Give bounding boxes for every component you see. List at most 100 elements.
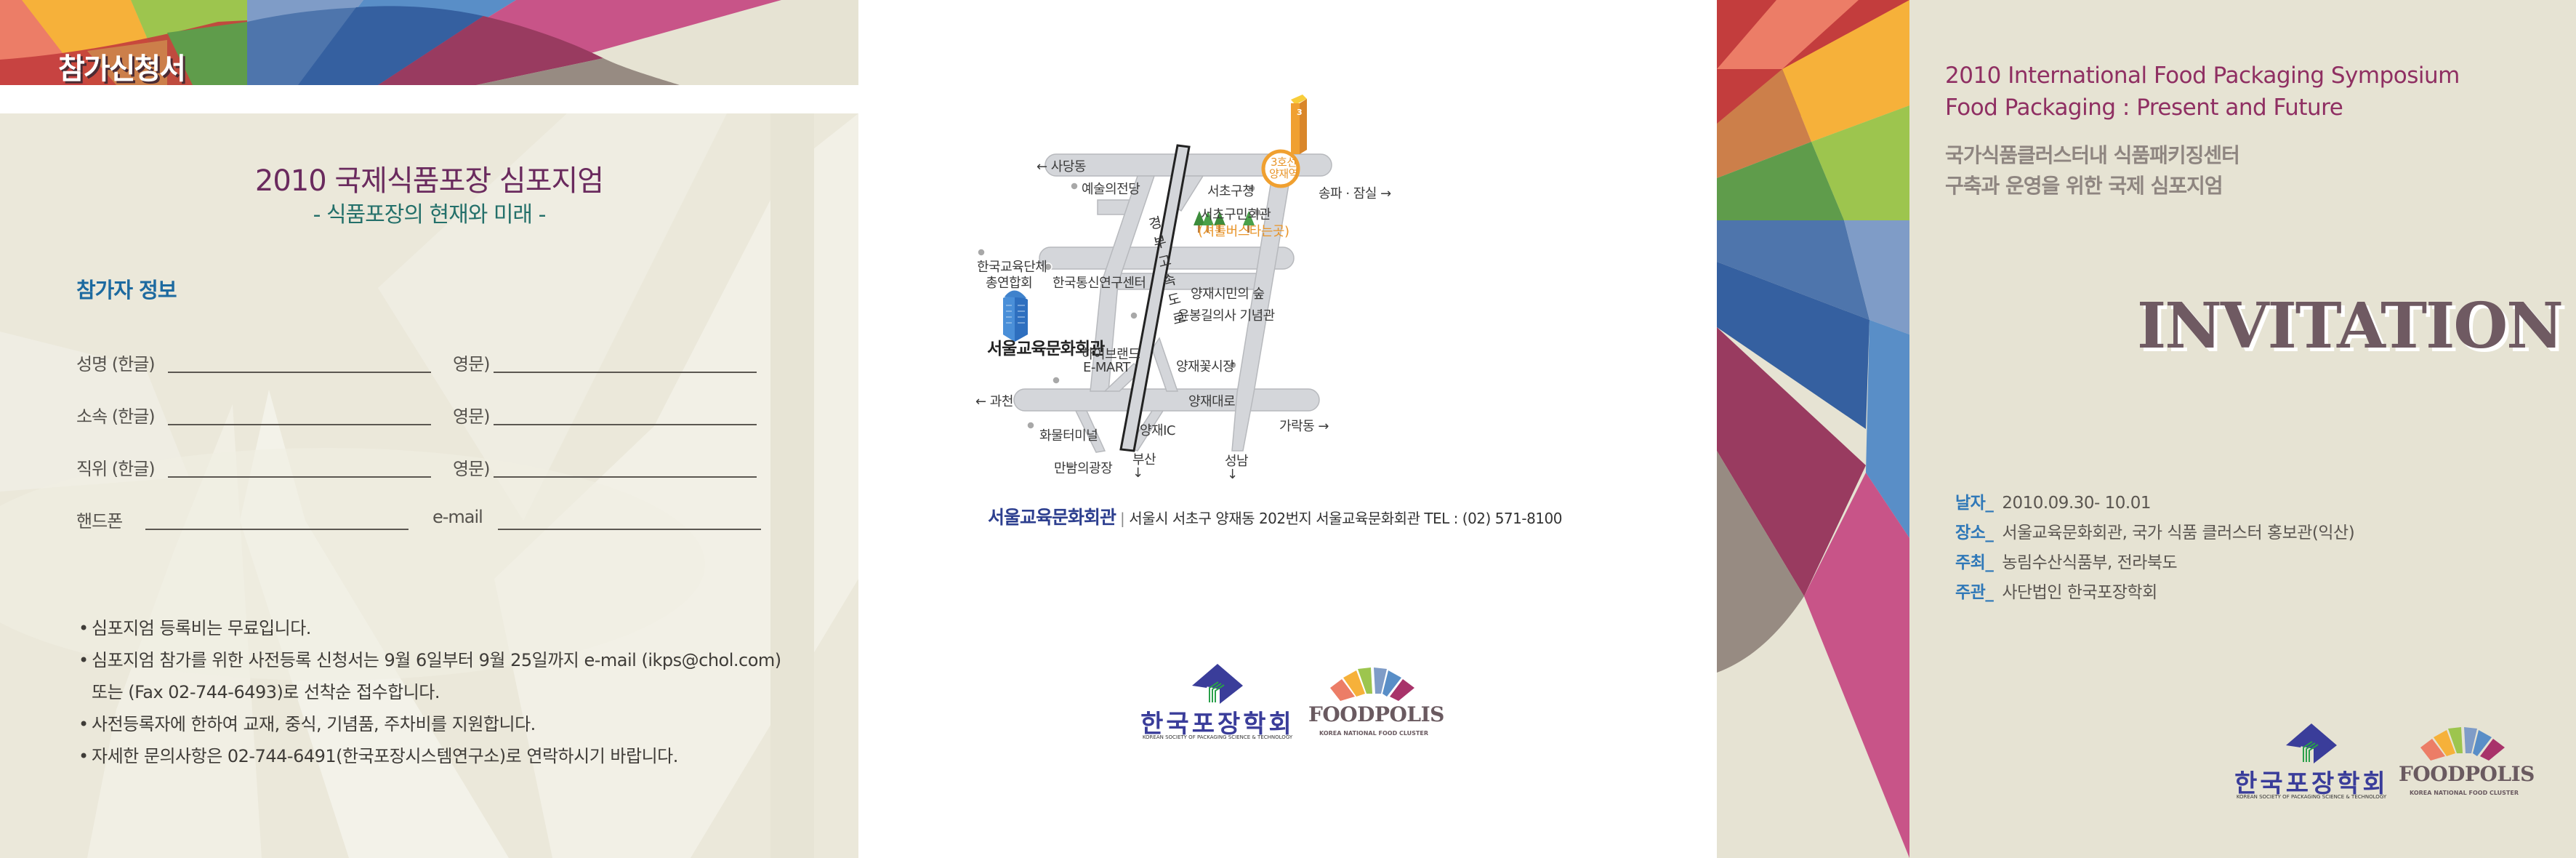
left-banner: 참가신청서	[0, 0, 858, 85]
map-label-yangjae-ic: 양재IC	[1140, 423, 1176, 438]
korean-subtitle-line-1: 국가식품클러스터내 식품패키징센터	[1945, 143, 2240, 167]
name-english-label: 영문)	[453, 354, 491, 374]
map-panel	[858, 0, 1717, 858]
note-item: •자세한 문의사항은 02-744-6491(한국포장시스템연구소)로 연락하시…	[79, 746, 678, 766]
tree-icons	[1194, 211, 1255, 233]
form-row-name: 성명 (한글) 영문)	[76, 347, 774, 376]
map-label-flower-market: 양재꽃시장	[1176, 359, 1235, 374]
map-label-edu-org-1: 한국교육단체	[977, 260, 1047, 275]
map-label-plaza: 만남의광장	[1054, 461, 1113, 476]
map-label-gwacheon: ← 과천	[975, 394, 1013, 409]
banner-title: 참가신청서	[58, 52, 186, 85]
invitation-cover-panel	[1909, 0, 2576, 858]
kspst-emblem-icon	[2286, 723, 2337, 763]
background-texture	[0, 113, 858, 858]
map-roads	[977, 95, 1332, 470]
position-korean-field[interactable]	[168, 476, 431, 478]
map-label-sadang: ← 사당동	[1037, 159, 1086, 175]
registration-form-panel: 2010 국제식품포장 심포지엄 - 식품포장의 현재와 미래 - 참가자 정보…	[0, 113, 858, 858]
name-korean-label: 성명 (한글)	[76, 354, 156, 374]
map-label-yangjae-road: 양재대로	[1188, 394, 1236, 409]
invitation-heading: INVITATION	[2137, 289, 2564, 363]
note-item: •사전등록자에 한하여 교재, 중식, 기념품, 주차비를 지원합니다.	[79, 714, 536, 734]
kspst-name: 한국포장학회	[2234, 769, 2388, 798]
map-label-memorial: 윤봉길의사 기념관	[1178, 308, 1275, 324]
arrow-down-icon: ↓	[1132, 465, 1143, 481]
event-info: 날자_2010.09.30- 10.01 장소_서울교육문화회관, 국가 식품 …	[1955, 489, 2355, 608]
name-korean-field[interactable]	[168, 372, 431, 373]
map-label-edu-org-2: 총연합회	[986, 276, 1033, 291]
participant-info-heading: 참가자 정보	[76, 278, 177, 302]
color-wedge-decoration	[0, 0, 858, 85]
affiliation-korean-field[interactable]	[168, 424, 431, 425]
map-label-seocho-hall: 서초구민회관	[1201, 207, 1271, 222]
english-title: 2010 International Food Packaging Sympos…	[1945, 63, 2460, 89]
position-english-field[interactable]	[494, 476, 757, 478]
map-label-seongnam: 성남	[1225, 454, 1249, 469]
address-separator: |	[1120, 510, 1125, 527]
registration-notes: •심포지엄 등록비는 무료입니다. •심포지엄 참가를 위한 사전등록 신청서는…	[79, 612, 834, 772]
foodpolis-name: FOODPOLIS	[2399, 762, 2535, 786]
info-row-organizer: 주관_사단법인 한국포장학회	[1955, 583, 2157, 602]
kspst-logo: 한국포장학회 KOREAN SOCIETY OF PACKAGING SCIEN…	[2228, 720, 2395, 807]
note-item: 또는 (Fax 02-744-6493)로 선착순 접수합니다.	[92, 682, 440, 702]
map-label-busan: 부산	[1132, 452, 1156, 468]
info-row-venue: 장소_서울교육문화회관, 국가 식품 클러스터 홍보관(익산)	[1955, 524, 2355, 542]
korean-subtitle-line-2: 구축과 운영을 위한 국제 심포지엄	[1945, 174, 2223, 198]
form-row-contact: 핸드폰 e-mail	[76, 504, 774, 533]
position-korean-label: 직위 (한글)	[76, 459, 156, 479]
subway-line-badge: 3	[1297, 108, 1303, 117]
affiliation-english-label: 영문)	[453, 406, 491, 427]
email-field[interactable]	[498, 529, 761, 530]
note-item: •심포지엄 등록비는 무료입니다.	[79, 618, 311, 638]
map-label-hibrand: 하이브랜드	[1082, 347, 1140, 362]
kspst-subtitle: KOREAN SOCIETY OF PACKAGING SCIENCE & TE…	[2236, 794, 2387, 800]
foodpolis-logo: FOODPOLIS KOREA NATIONAL FOOD CLUSTER	[1308, 660, 1444, 747]
map-label-citizens-forest: 양재시민의 숲	[1191, 286, 1265, 302]
foodpolis-fan-icon	[2420, 727, 2505, 761]
position-english-label: 영문)	[453, 459, 491, 479]
kspst-name: 한국포장학회	[1140, 710, 1295, 739]
venue-building-icon	[1003, 290, 1028, 342]
english-subtitle: Food Packaging : Present and Future	[1945, 95, 2343, 121]
map-label-venue: 서울교육문화회관	[987, 340, 1105, 358]
map-label-songpa: 송파 · 잠실 →	[1319, 186, 1391, 201]
foodpolis-logo: FOODPOLIS KOREA NATIONAL FOOD CLUSTER	[2399, 720, 2535, 807]
subway-tower-icon	[1291, 95, 1307, 154]
map-label-station-line: 3호선	[1271, 156, 1297, 169]
map-label-arts-center: 예술의전당	[1082, 182, 1140, 197]
map-label-emart: E-MART	[1083, 360, 1130, 375]
address-venue-name: 서울교육문화회관	[988, 507, 1116, 528]
address-detail: 서울시 서초구 양재동 202번지 서울교육문화회관 TEL : (02) 57…	[1129, 510, 1562, 527]
map-label-garak: 가락동 →	[1279, 419, 1329, 434]
kspst-logo: 한국포장학회 KOREAN SOCIETY OF PACKAGING SCIEN…	[1134, 660, 1301, 747]
map-label-truck-terminal: 화물터미널	[1039, 428, 1098, 444]
kspst-subtitle: KOREAN SOCIETY OF PACKAGING SCIENCE & TE…	[1142, 734, 1293, 740]
affiliation-korean-label: 소속 (한글)	[76, 406, 156, 427]
map-label-seocho-office: 서초구청	[1207, 184, 1255, 199]
note-item: •심포지엄 참가를 위한 사전등록 신청서는 9월 6일부터 9월 25일까지 …	[79, 650, 781, 670]
mobile-label: 핸드폰	[76, 511, 123, 532]
map-label-station-name: 양재역	[1269, 167, 1298, 180]
map-label-telecom-center: 한국통신연구센터	[1052, 276, 1146, 291]
name-english-field[interactable]	[494, 372, 757, 373]
foodpolis-name: FOODPOLIS	[1308, 702, 1444, 726]
form-row-affiliation: 소속 (한글) 영문)	[76, 399, 774, 428]
form-row-position: 직위 (한글) 영문)	[76, 452, 774, 481]
info-row-date: 날자_2010.09.30- 10.01	[1955, 494, 2151, 513]
color-stripe-decoration	[1717, 0, 1909, 858]
form-title: 2010 국제식품포장 심포지엄	[254, 164, 604, 198]
affiliation-english-field[interactable]	[494, 424, 757, 425]
venue-address: 서울교육문화회관|서울시 서초구 양재동 202번지 서울교육문화회관 TEL …	[988, 503, 1562, 529]
kspst-emblem-icon	[1192, 664, 1243, 704]
form-subtitle: - 식품포장의 현재와 미래 -	[313, 202, 547, 228]
foodpolis-fan-icon	[1330, 667, 1414, 701]
foodpolis-subtitle: KOREA NATIONAL FOOD CLUSTER	[2409, 790, 2519, 796]
arrow-down-icon: ↓	[1227, 467, 1238, 482]
info-row-host: 주최_농림수산식품부, 전라북도	[1955, 553, 2178, 572]
foodpolis-subtitle: KOREA NATIONAL FOOD CLUSTER	[1319, 730, 1429, 737]
location-map: ← 사당동 예술의전당 서초구청 3호선 양재역 3 송파 · 잠실 → 서초구…	[967, 87, 1592, 494]
map-label-shuttle-stop: (셔틀버스타는곳)	[1198, 224, 1289, 239]
mobile-field[interactable]	[145, 529, 408, 530]
email-label: e-mail	[432, 507, 483, 527]
